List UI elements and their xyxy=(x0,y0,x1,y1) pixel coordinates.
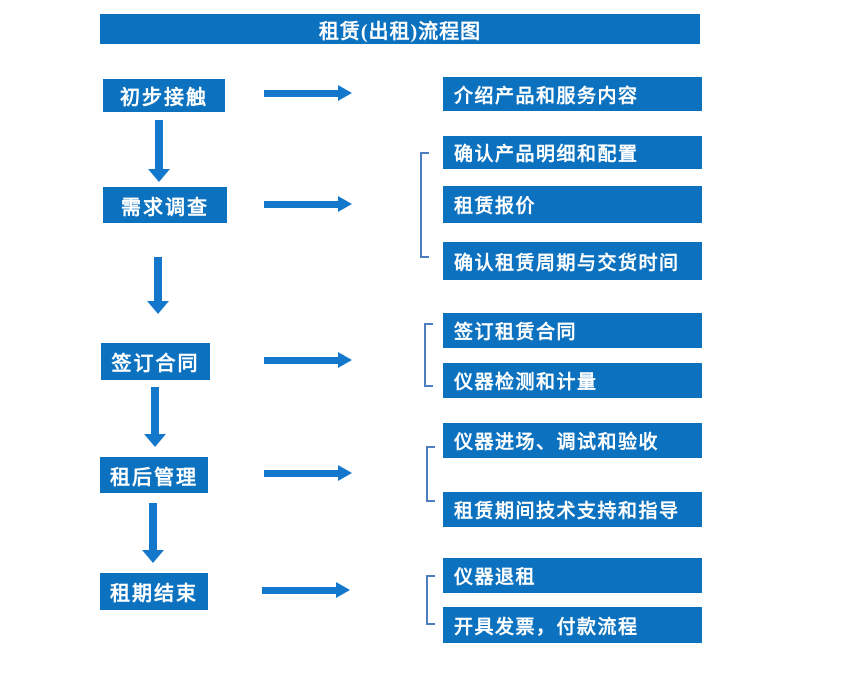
right-arrow-icon-5 xyxy=(262,582,350,598)
down-arrow-icon-3 xyxy=(144,387,166,447)
bracket-group-sign-contract xyxy=(424,323,433,387)
detail-label: 仪器进场、调试和验收 xyxy=(454,432,660,453)
detail-box-technical-support: 租赁期间技术支持和指导 xyxy=(443,492,702,527)
detail-box-rental-quote: 租赁报价 xyxy=(443,186,702,223)
arrow-head xyxy=(147,301,169,314)
arrow-head xyxy=(142,550,164,563)
step-label: 初步接触 xyxy=(120,87,208,109)
detail-box-introduce-products: 介绍产品和服务内容 xyxy=(443,77,702,111)
arrow-head xyxy=(338,465,352,481)
down-arrow-icon-1 xyxy=(148,120,170,182)
detail-label: 仪器检测和计量 xyxy=(454,372,598,393)
step-label: 签订合同 xyxy=(111,353,200,375)
arrow-shaft xyxy=(264,89,340,97)
detail-box-instrument-testing: 仪器检测和计量 xyxy=(443,363,702,398)
step-box-demand-survey: 需求调查 xyxy=(103,187,227,223)
detail-label: 确认产品明细和配置 xyxy=(454,144,639,165)
arrow-head xyxy=(336,582,350,598)
right-arrow-icon-4 xyxy=(264,465,352,481)
arrow-shaft xyxy=(149,503,157,551)
arrow-shaft xyxy=(151,387,159,435)
detail-label: 确认租赁周期与交货时间 xyxy=(454,252,680,274)
step-label: 租期结束 xyxy=(110,583,198,605)
arrow-head xyxy=(144,434,166,447)
down-arrow-icon-2 xyxy=(147,257,169,314)
detail-box-sign-rental-contract: 签订租赁合同 xyxy=(443,313,702,348)
step-box-rental-end: 租期结束 xyxy=(100,573,208,610)
bracket-group-post-rental xyxy=(426,446,435,502)
step-box-sign-contract: 签订合同 xyxy=(101,343,210,380)
arrow-shaft xyxy=(154,257,162,302)
arrow-head xyxy=(338,85,352,101)
bracket-group-demand-survey xyxy=(420,152,429,258)
arrow-head xyxy=(338,196,352,212)
detail-label: 签订租赁合同 xyxy=(454,322,578,343)
detail-box-instrument-return: 仪器退租 xyxy=(443,558,702,593)
detail-box-invoice-payment: 开具发票，付款流程 xyxy=(443,607,702,643)
detail-label: 开具发票，付款流程 xyxy=(454,616,639,638)
arrow-shaft xyxy=(264,469,340,477)
title-bar: 租赁(出租)流程图 xyxy=(100,14,700,44)
arrow-shaft xyxy=(262,586,338,594)
arrow-head xyxy=(148,169,170,182)
step-box-initial-contact: 初步接触 xyxy=(103,79,225,112)
arrow-head xyxy=(338,352,352,368)
detail-label: 租赁期间技术支持和指导 xyxy=(454,501,680,522)
detail-label: 介绍产品和服务内容 xyxy=(454,85,639,107)
detail-box-confirm-product-details: 确认产品明细和配置 xyxy=(443,136,702,169)
step-label: 需求调查 xyxy=(121,196,209,219)
bracket-group-rental-end xyxy=(426,575,435,625)
step-box-post-rental-management: 租后管理 xyxy=(100,457,208,493)
page-title: 租赁(出租)流程图 xyxy=(318,20,482,43)
detail-label: 仪器退租 xyxy=(454,567,537,588)
detail-box-instrument-arrival: 仪器进场、调试和验收 xyxy=(443,423,702,458)
right-arrow-icon-2 xyxy=(264,196,352,212)
right-arrow-icon-1 xyxy=(264,85,352,101)
right-arrow-icon-3 xyxy=(264,352,352,368)
arrow-shaft xyxy=(264,356,340,364)
detail-box-confirm-rental-period: 确认租赁周期与交货时间 xyxy=(443,242,702,280)
arrow-shaft xyxy=(155,120,163,170)
step-label: 租后管理 xyxy=(110,466,198,489)
arrow-shaft xyxy=(264,200,340,208)
detail-label: 租赁报价 xyxy=(454,196,537,217)
down-arrow-icon-4 xyxy=(142,503,164,563)
